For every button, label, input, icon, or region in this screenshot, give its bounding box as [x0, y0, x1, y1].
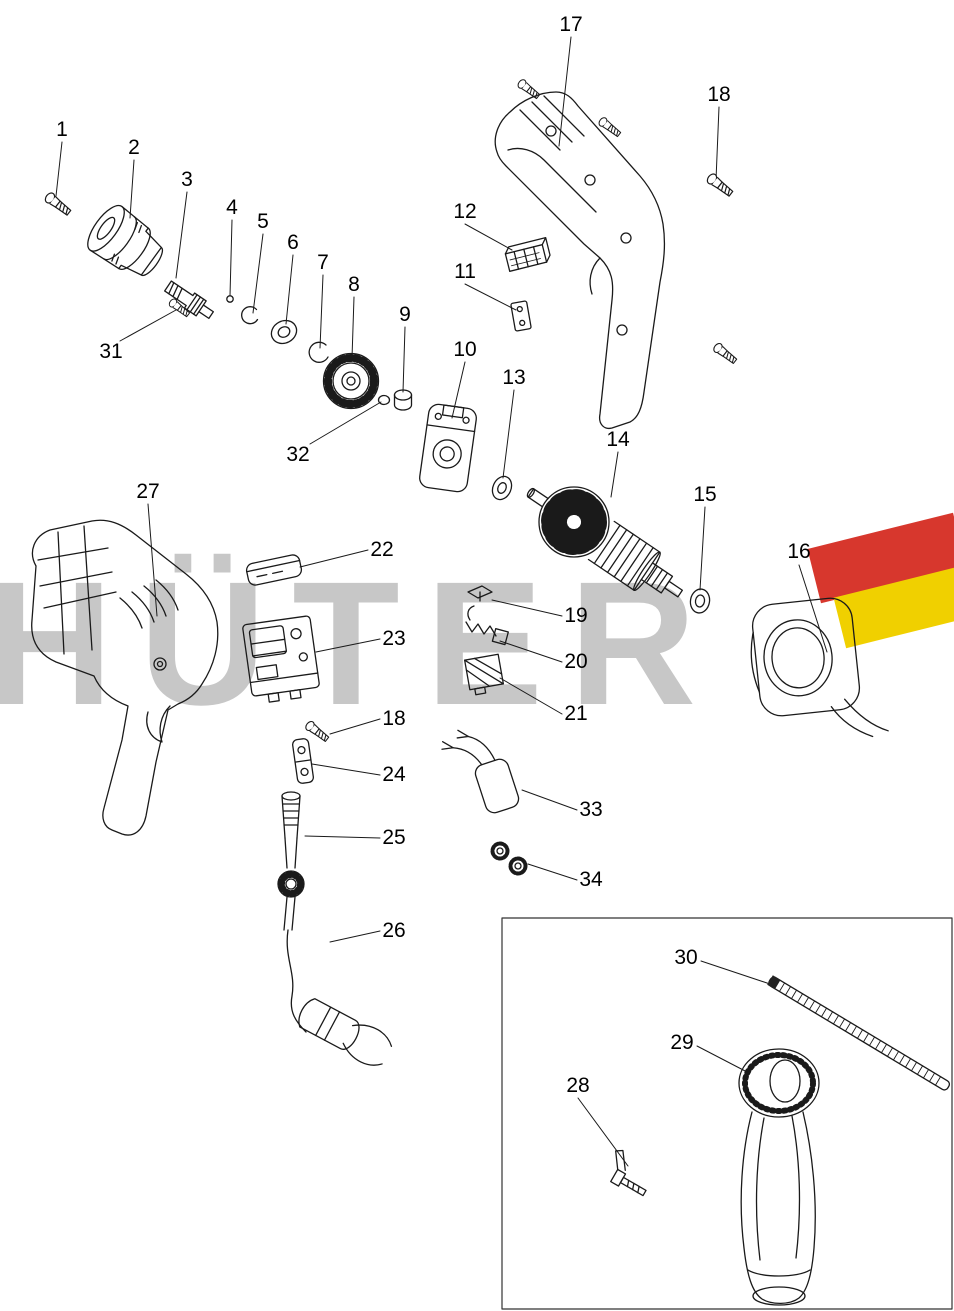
housing-left-drawing — [31, 519, 219, 836]
terminal-block-drawing — [504, 236, 551, 272]
housing-screw-lower-right — [711, 341, 739, 366]
gear-drawing — [322, 352, 380, 410]
grommet-disc-drawing — [277, 870, 305, 931]
bearing-bracket-drawing — [419, 403, 477, 493]
switch-drawing — [242, 615, 320, 703]
armature-drawing — [526, 486, 684, 598]
inset-box — [501, 917, 953, 1310]
aux-handle-drawing — [738, 1048, 820, 1306]
screw-part-18-right — [704, 171, 735, 199]
lock-nuts-drawing — [490, 841, 528, 876]
ring-32-drawing — [377, 394, 391, 406]
capacitor-drawing — [441, 729, 520, 814]
terminal-19-drawing — [467, 585, 493, 602]
carbon-brush-drawing — [465, 605, 509, 646]
chuck-drawing — [87, 204, 164, 277]
cord-clamp-drawing — [292, 738, 314, 784]
washer-6-drawing — [270, 319, 298, 345]
depth-rod-drawing — [767, 975, 951, 1091]
circlip-5-drawing — [241, 306, 259, 325]
housing-screw-top-left — [515, 77, 542, 101]
strain-relief-drawing — [281, 791, 301, 869]
circlip-7-drawing — [308, 341, 329, 363]
housing-right-drawing — [494, 91, 666, 430]
sleeve-9-drawing — [393, 389, 413, 411]
brush-holder-drawing — [464, 653, 504, 696]
ball-drawing — [226, 295, 234, 303]
bearing-15-drawing — [689, 588, 711, 614]
spindle-drawing — [163, 280, 214, 320]
power-cord-drawing — [286, 929, 393, 1066]
washer-13-drawing — [491, 475, 513, 501]
screw-part-18-left — [303, 719, 331, 744]
leader-lines — [55, 36, 828, 1167]
stator-drawing — [750, 597, 889, 738]
screw-part-1 — [42, 190, 73, 218]
contact-plate-drawing — [510, 300, 532, 332]
housing-screw-top-right — [596, 115, 623, 139]
lock-button-drawing — [245, 554, 303, 586]
watermark-text: HÜTER — [0, 546, 723, 742]
clamp-bolt-drawing — [610, 1149, 647, 1197]
